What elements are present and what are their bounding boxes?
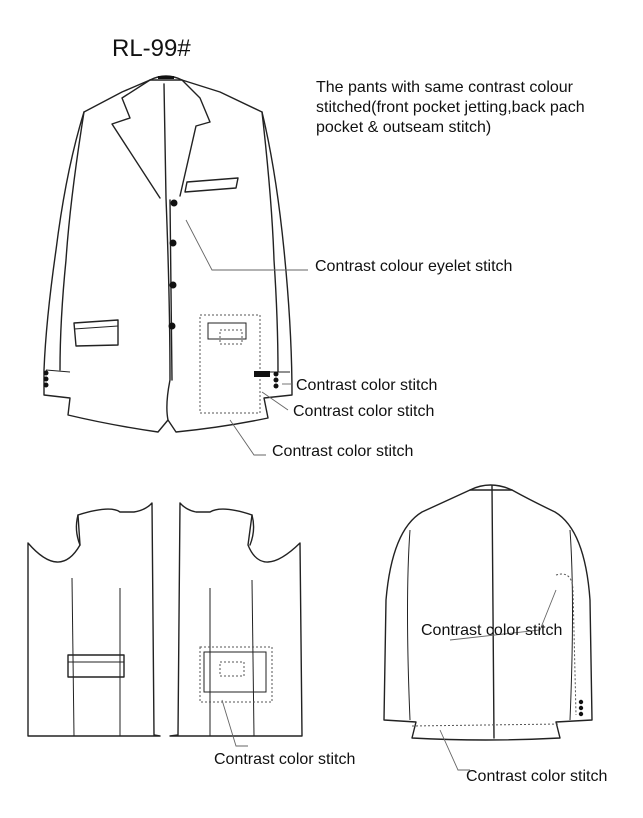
pants-note: The pants with same contrast colour stit… [316, 79, 585, 136]
front-callouts: Contrast colour eyelet stitch Contrast c… [185, 219, 512, 460]
callout-back-hem: Contrast color stitch [466, 768, 607, 785]
inner-right-panel-sketch: Contrast color stitch [169, 502, 355, 768]
front-jacket-sketch [43, 75, 293, 433]
back-jacket-sketch [383, 484, 593, 741]
note-line-1: The pants with same contrast colour [316, 79, 574, 96]
callout-cuff-hem: Contrast color stitch [293, 403, 434, 420]
callout-eyelet-stitch: Contrast colour eyelet stitch [315, 258, 512, 275]
note-line-3: pocket & outseam stitch) [316, 119, 491, 136]
callout-back-vent: Contrast color stitch [421, 622, 562, 639]
back-callouts: Contrast color stitch Contrast color sti… [421, 589, 607, 785]
note-line-2: stitched(front pocket jetting,back pach [316, 99, 585, 116]
inner-left-panel-sketch [27, 502, 161, 737]
callout-front-pocket: Contrast color stitch [272, 443, 413, 460]
style-number-title: RL-99# [112, 35, 191, 62]
callout-cuff-buttons: Contrast color stitch [296, 377, 437, 394]
callout-inner-pocket: Contrast color stitch [214, 751, 355, 768]
